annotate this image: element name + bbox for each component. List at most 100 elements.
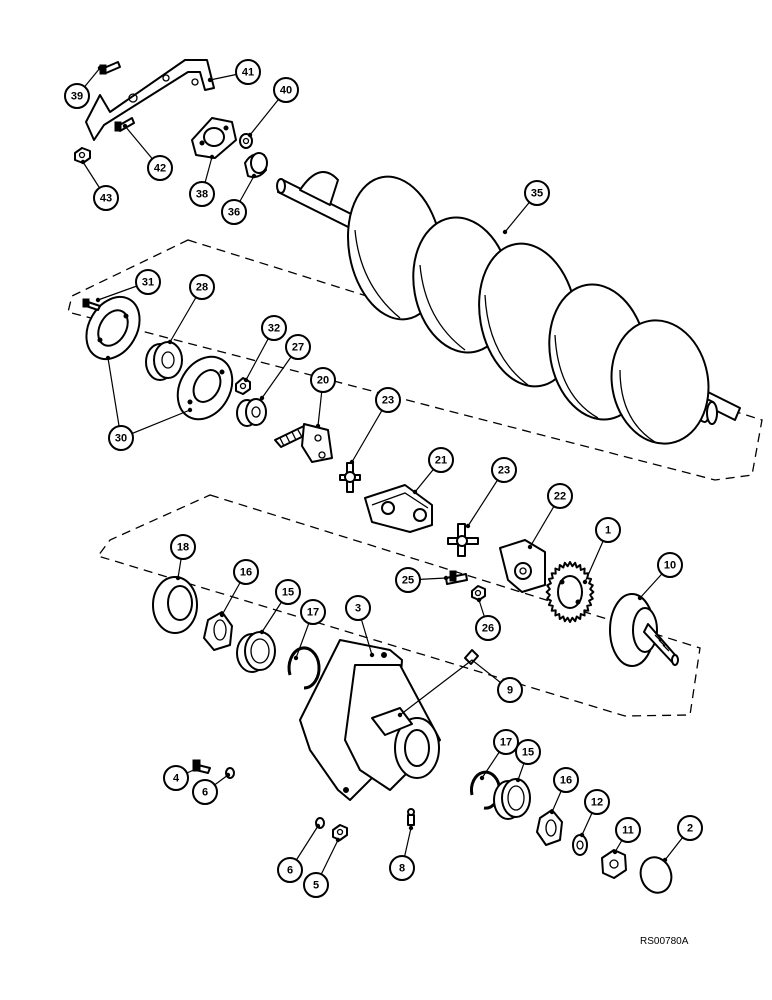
callout-leader	[399, 659, 511, 716]
leader-arrowhead	[502, 229, 508, 235]
callout-circle	[524, 180, 550, 206]
bearing-cup	[493, 778, 531, 820]
callout-circle	[375, 387, 401, 413]
support-bracket	[85, 59, 215, 141]
yoke	[274, 423, 333, 463]
callout-number: 2	[687, 823, 693, 835]
callout-circle	[221, 199, 247, 225]
shaft-collar	[236, 398, 267, 427]
callout-circle	[261, 315, 287, 341]
castle-nut	[601, 849, 627, 879]
leader-arrowhead	[207, 77, 213, 83]
cross-and-bearing-kit	[447, 523, 479, 557]
leader-arrowhead	[527, 544, 533, 550]
bracket-nut	[74, 147, 91, 164]
leader-arrowhead	[122, 123, 128, 129]
callout-circle	[657, 552, 683, 578]
gearbox-housing	[299, 639, 441, 801]
sprocket	[545, 561, 595, 623]
callout-number: 3	[355, 603, 361, 615]
oil-seal	[152, 576, 198, 634]
hub-nut	[471, 585, 486, 601]
callout-circle	[192, 779, 218, 805]
callout-circle	[93, 185, 119, 211]
callout-circle	[493, 729, 519, 755]
leader-arrowhead	[369, 652, 375, 658]
leader-arrowhead	[105, 355, 111, 361]
leader-arrowhead	[315, 423, 321, 429]
leader-arrowhead	[247, 132, 253, 138]
leader-arrowhead	[209, 154, 215, 160]
leader-arrowhead	[637, 595, 643, 601]
bearing-cup	[236, 631, 276, 673]
leader-arrowhead	[465, 523, 471, 529]
callout-number: 10	[664, 560, 676, 572]
leader-arrowhead	[175, 575, 181, 581]
collar	[244, 152, 268, 179]
bracket-bolt	[99, 61, 121, 75]
coupler	[364, 484, 433, 533]
callout-circle	[277, 857, 303, 883]
callout-number: 38	[196, 189, 208, 201]
callout-circle	[275, 579, 301, 605]
callout-circle	[300, 599, 326, 625]
callout-circle	[235, 59, 261, 85]
callout-number: 42	[154, 163, 166, 175]
bearing	[145, 341, 183, 381]
leader-arrowhead	[97, 65, 103, 71]
callout-number: 9	[507, 685, 513, 697]
leader-arrowhead	[662, 857, 668, 863]
callout-number: 6	[287, 865, 293, 877]
callout-number: 32	[268, 323, 280, 335]
callout-number: 27	[292, 342, 304, 354]
callout-number: 8	[399, 863, 405, 875]
callout-number: 18	[177, 542, 189, 554]
callout-circle	[515, 739, 541, 765]
callout-number: 39	[71, 91, 83, 103]
leader-arrowhead	[579, 832, 585, 838]
callout-circle	[428, 447, 454, 473]
leader-arrowhead	[95, 297, 101, 303]
leader-arrowhead	[243, 377, 249, 383]
callout-number: 16	[560, 775, 572, 787]
callout-circle	[491, 457, 517, 483]
callout-number: 26	[482, 623, 494, 635]
leader-arrowhead	[195, 765, 201, 771]
leader-arrowhead	[612, 849, 618, 855]
callout-number: 12	[591, 797, 603, 809]
callout-number: 31	[142, 277, 154, 289]
callout-number: 15	[522, 747, 534, 759]
callout-number: 17	[307, 607, 319, 619]
leader-arrowhead	[167, 339, 173, 345]
callout-number: 36	[228, 207, 240, 219]
leader-arrowhead	[408, 825, 414, 831]
callout-number: 15	[282, 587, 294, 599]
callout-number: 1	[605, 525, 611, 537]
callout-circle	[233, 559, 259, 585]
callout-circle	[595, 517, 621, 543]
leader-arrowhead	[219, 612, 225, 618]
callout-number: 35	[531, 188, 543, 200]
callout-number: 28	[196, 282, 208, 294]
leader-arrowhead	[259, 629, 265, 635]
callout-circle	[475, 615, 501, 641]
callout-circle	[108, 425, 134, 451]
callout-number: 23	[382, 395, 394, 407]
leader-arrowhead	[187, 407, 193, 413]
callout-circle	[345, 595, 371, 621]
callout-circle	[170, 534, 196, 560]
leader-arrowhead	[476, 597, 482, 603]
leader-arrowhead	[515, 777, 521, 783]
housing-bolt	[192, 759, 211, 774]
leader-arrowhead	[412, 489, 418, 495]
callout-circle	[497, 677, 523, 703]
leader-arrowhead	[225, 772, 231, 778]
bearing-flange	[176, 355, 234, 421]
leader-arrowhead	[582, 579, 588, 585]
callout-number: 6	[202, 787, 208, 799]
bearing-insert	[239, 133, 253, 149]
callout-number: 21	[435, 455, 447, 467]
leader-arrowhead	[335, 837, 341, 843]
